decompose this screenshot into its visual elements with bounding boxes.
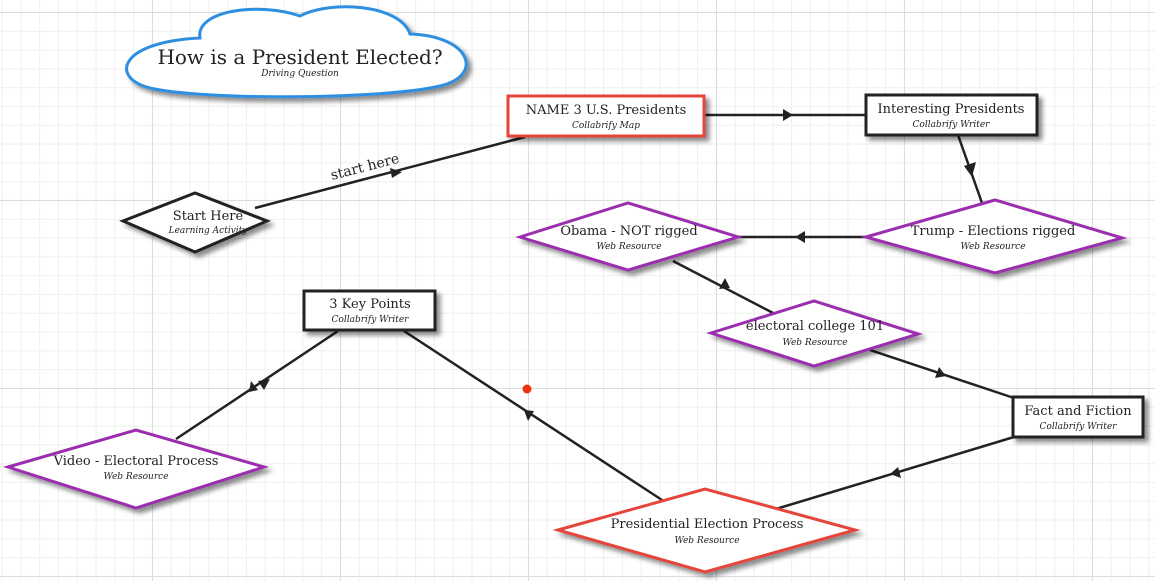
- diamond-shape: [514, 201, 744, 272]
- arrow-head-icon: [935, 367, 946, 378]
- node-trump-elections-rigged[interactable]: Trump - Elections rigged Web Resource: [860, 198, 1128, 275]
- node-3-key-points[interactable]: 3 Key Points Collabrify Writer: [302, 289, 437, 332]
- node-presidential-election-process[interactable]: Presidential Election Process Web Resour…: [552, 487, 861, 574]
- arrow-head-icon: [390, 168, 402, 178]
- driving-question-subtitle: Driving Question: [260, 69, 339, 79]
- node-title: Interesting Presidents: [878, 102, 1025, 117]
- node-title: Trump - Elections rigged: [911, 224, 1076, 239]
- node-subtitle: Collabrify Map: [572, 121, 640, 131]
- node-interesting-presidents[interactable]: Interesting Presidents Collabrify Writer: [864, 93, 1039, 137]
- edges-layer: start here: [175, 109, 1015, 511]
- arrow-head-icon: [783, 109, 793, 121]
- node-title: electoral college 101: [746, 319, 884, 334]
- node-start-here[interactable]: Start Here Learning Activity: [119, 191, 271, 254]
- edge-start-to-name3[interactable]: [254, 135, 526, 210]
- node-title: Presidential Election Process: [611, 517, 804, 532]
- arrow-head-icon: [795, 231, 805, 243]
- node-title: Video - Electoral Process: [53, 454, 219, 469]
- edge-video-keypoints[interactable]: [175, 329, 339, 441]
- arrow-head-icon: [249, 381, 258, 392]
- node-title: Fact and Fiction: [1024, 404, 1132, 419]
- node-subtitle: Web Resource: [960, 242, 1025, 252]
- node-title: NAME 3 U.S. Presidents: [526, 103, 686, 118]
- node-video-electoral-process[interactable]: Video - Electoral Process Web Resource: [2, 428, 270, 510]
- node-subtitle: Web Resource: [782, 338, 847, 348]
- node-electoral-college-101[interactable]: electoral college 101 Web Resource: [706, 299, 924, 368]
- node-title: Obama - NOT rigged: [560, 224, 697, 239]
- rect-shape: [864, 93, 1039, 137]
- node-subtitle: Web Resource: [674, 536, 739, 546]
- arrow-head-icon: [258, 379, 270, 390]
- node-subtitle: Web Resource: [596, 242, 661, 252]
- arrow-head-icon: [524, 410, 534, 421]
- marker-dot: [522, 384, 532, 394]
- node-title: 3 Key Points: [329, 297, 410, 312]
- node-subtitle: Collabrify Writer: [332, 315, 410, 325]
- node-title: Start Here: [173, 209, 244, 224]
- rect-shape: [302, 289, 437, 332]
- driving-question-title: How is a President Elected?: [157, 45, 442, 69]
- arrow-head-icon: [964, 162, 976, 177]
- diamond-shape: [119, 191, 271, 254]
- diamond-shape: [860, 198, 1128, 275]
- node-name-3-presidents[interactable]: NAME 3 U.S. Presidents Collabrify Map: [506, 94, 706, 138]
- rect-shape: [1011, 395, 1145, 439]
- diamond-shape: [706, 299, 924, 368]
- cloud-shape: [125, 5, 468, 99]
- node-fact-and-fiction[interactable]: Fact and Fiction Collabrify Writer: [1011, 395, 1145, 439]
- arrow-head-icon: [719, 278, 730, 289]
- driving-question-cloud[interactable]: [125, 5, 468, 99]
- diamond-shape: [552, 487, 861, 574]
- node-subtitle: Web Resource: [103, 472, 168, 482]
- edge-pep-to-keypoints[interactable]: [403, 329, 663, 502]
- arrow-head-icon: [890, 467, 901, 478]
- node-subtitle: Learning Activity: [168, 226, 249, 236]
- rect-shape: [506, 94, 706, 138]
- node-subtitle: Collabrify Writer: [1040, 422, 1118, 432]
- node-obama-not-rigged[interactable]: Obama - NOT rigged Web Resource: [514, 201, 744, 272]
- node-subtitle: Collabrify Writer: [913, 120, 991, 130]
- diamond-shape: [2, 428, 270, 510]
